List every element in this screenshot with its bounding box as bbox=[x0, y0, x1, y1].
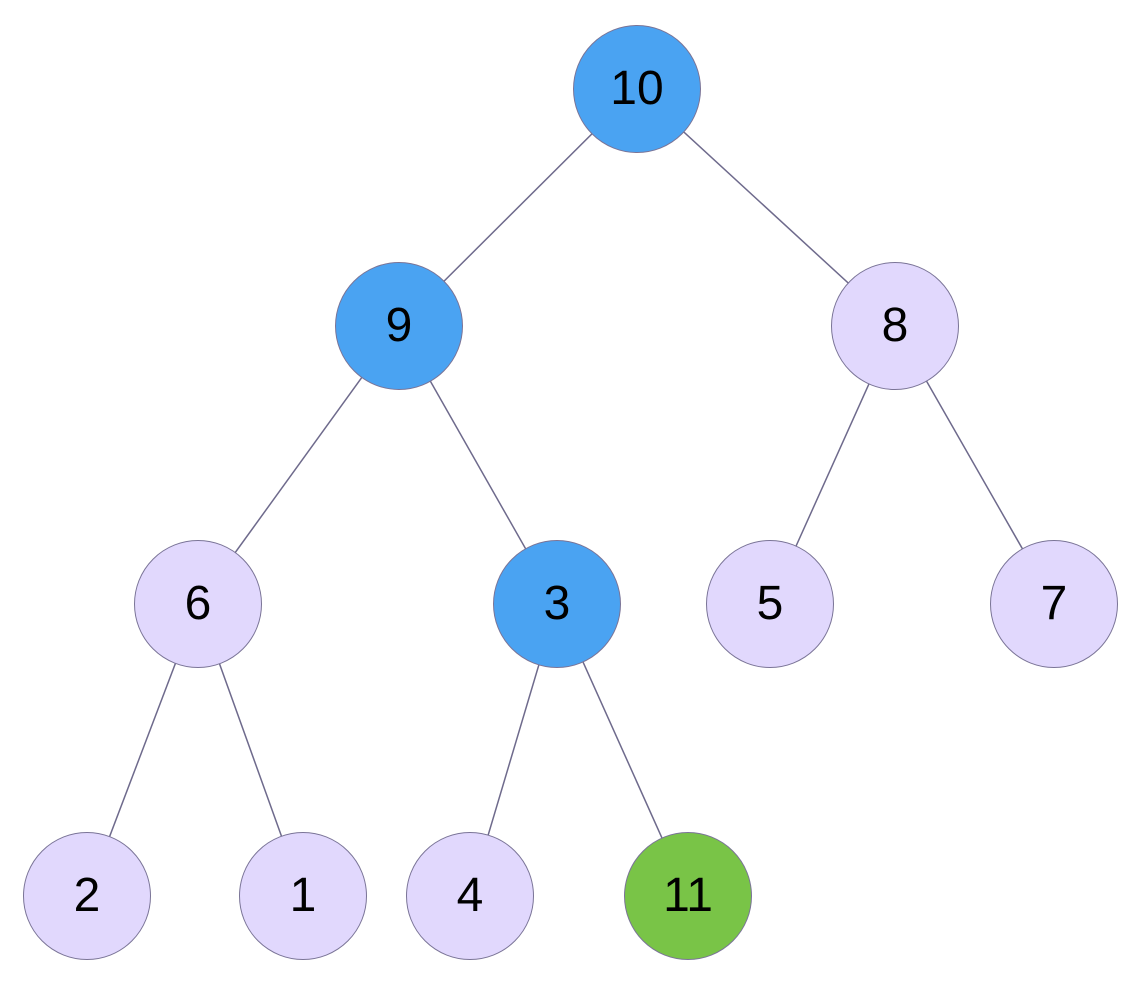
node-2: 2 bbox=[23, 832, 151, 960]
node-11: 11 bbox=[624, 832, 752, 960]
node-label: 3 bbox=[543, 577, 571, 630]
node-label: 7 bbox=[1040, 577, 1068, 630]
node-label: 8 bbox=[881, 299, 909, 352]
node-1: 1 bbox=[239, 832, 367, 960]
node-label: 2 bbox=[73, 869, 101, 922]
node-label: 6 bbox=[184, 577, 212, 630]
node-label: 11 bbox=[663, 869, 713, 922]
node-5: 5 bbox=[706, 540, 834, 668]
node-4: 4 bbox=[406, 832, 534, 960]
node-label: 1 bbox=[289, 869, 317, 922]
node-3: 3 bbox=[493, 540, 621, 668]
node-label: 4 bbox=[456, 869, 484, 922]
node-label: 10 bbox=[610, 62, 664, 115]
node-label: 9 bbox=[385, 299, 413, 352]
node-9: 9 bbox=[335, 262, 463, 390]
node-10: 10 bbox=[573, 25, 701, 153]
node-label: 5 bbox=[756, 577, 784, 630]
node-6: 6 bbox=[134, 540, 262, 668]
node-8: 8 bbox=[831, 262, 959, 390]
node-7: 7 bbox=[990, 540, 1118, 668]
